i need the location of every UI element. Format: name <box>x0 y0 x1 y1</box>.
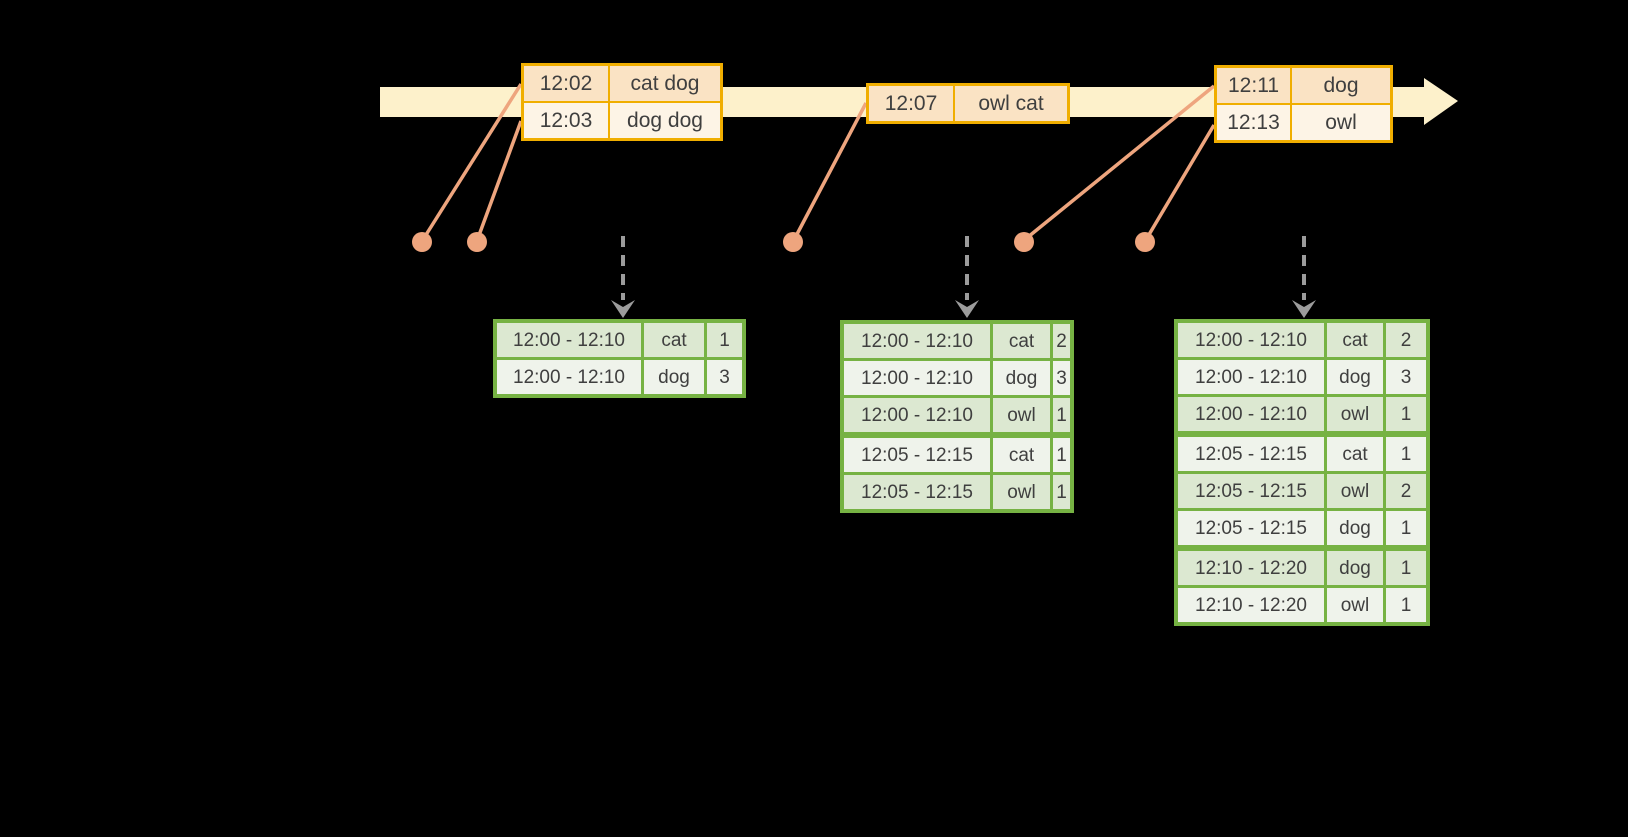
count-cell: 1 <box>1386 397 1426 431</box>
trigger-arrowhead-icon <box>1292 300 1316 318</box>
table-row: 12:00 - 12:10 cat 2 <box>1178 323 1426 357</box>
window-cell: 12:00 - 12:10 <box>1178 360 1324 394</box>
event-group-3: 12:11 dog 12:13 owl <box>1214 65 1393 143</box>
count-cell: 1 <box>1386 588 1426 622</box>
event-connector-line <box>1026 84 1216 239</box>
event-dot <box>412 232 432 252</box>
word-cell: cat <box>1327 323 1383 357</box>
event-time: 12:07 <box>869 86 953 121</box>
word-cell: owl <box>1327 397 1383 431</box>
window-cell: 12:05 - 12:15 <box>1178 511 1324 545</box>
result-table-3: 12:00 - 12:10 cat 2 12:00 - 12:10 dog 3 … <box>1174 319 1430 626</box>
table-row: 12:00 - 12:10 dog 3 <box>497 360 742 394</box>
event-row: 12:13 owl <box>1217 105 1390 140</box>
table-row: 12:05 - 12:15 owl 2 <box>1178 474 1426 508</box>
event-group-2: 12:07 owl cat <box>866 83 1070 124</box>
word-cell: dog <box>993 361 1050 395</box>
event-connector-line <box>422 83 523 239</box>
event-connector-line <box>476 120 523 239</box>
table-row: 12:00 - 12:10 owl 1 <box>844 398 1070 432</box>
count-cell: 1 <box>1053 438 1070 472</box>
table-row: 12:00 - 12:10 cat 2 <box>844 324 1070 358</box>
window-cell: 12:00 - 12:10 <box>844 324 990 358</box>
word-cell: cat <box>993 438 1050 472</box>
event-dot <box>1014 232 1034 252</box>
table-row: 12:05 - 12:15 owl 1 <box>844 475 1070 509</box>
count-cell: 3 <box>1053 361 1070 395</box>
table-row: 12:00 - 12:10 dog 3 <box>844 361 1070 395</box>
count-cell: 1 <box>1053 398 1070 432</box>
event-words: dog <box>1292 68 1390 103</box>
word-cell: dog <box>644 360 704 394</box>
table-row: 12:10 - 12:20 owl 1 <box>1178 588 1426 622</box>
word-cell: owl <box>993 398 1050 432</box>
table-row: 12:05 - 12:15 cat 1 <box>1178 437 1426 471</box>
word-cell: dog <box>1327 551 1383 585</box>
window-cell: 12:05 - 12:15 <box>844 475 990 509</box>
event-words: owl <box>1292 105 1390 140</box>
event-time: 12:03 <box>524 103 608 138</box>
word-cell: cat <box>1327 437 1383 471</box>
event-dot <box>1135 232 1155 252</box>
window-cell: 12:10 - 12:20 <box>1178 588 1324 622</box>
event-dot <box>783 232 803 252</box>
trigger-arrowhead-icon <box>955 300 979 318</box>
event-group-1: 12:02 cat dog 12:03 dog dog <box>521 63 723 141</box>
window-cell: 12:00 - 12:10 <box>497 360 641 394</box>
table-row: 12:10 - 12:20 dog 1 <box>1178 551 1426 585</box>
count-cell: 3 <box>1386 360 1426 394</box>
trigger-arrowhead-icon <box>611 300 635 318</box>
count-cell: 1 <box>1386 437 1426 471</box>
event-time: 12:11 <box>1217 68 1290 103</box>
event-dot <box>467 232 487 252</box>
window-cell: 12:00 - 12:10 <box>844 361 990 395</box>
window-cell: 12:00 - 12:10 <box>497 323 641 357</box>
word-cell: owl <box>993 475 1050 509</box>
window-cell: 12:05 - 12:15 <box>1178 474 1324 508</box>
table-row: 12:05 - 12:15 dog 1 <box>1178 511 1426 545</box>
window-cell: 12:00 - 12:10 <box>1178 323 1324 357</box>
window-cell: 12:05 - 12:15 <box>1178 437 1324 471</box>
word-cell: dog <box>1327 511 1383 545</box>
table-row: 12:00 - 12:10 dog 3 <box>1178 360 1426 394</box>
event-connector-line <box>793 102 868 239</box>
count-cell: 1 <box>707 323 742 357</box>
word-cell: owl <box>1327 474 1383 508</box>
event-row: 12:03 dog dog <box>524 103 720 138</box>
result-table-1: 12:00 - 12:10 cat 1 12:00 - 12:10 dog 3 <box>493 319 746 398</box>
count-cell: 3 <box>707 360 742 394</box>
window-cell: 12:10 - 12:20 <box>1178 551 1324 585</box>
window-cell: 12:05 - 12:15 <box>844 438 990 472</box>
count-cell: 2 <box>1386 323 1426 357</box>
window-cell: 12:00 - 12:10 <box>1178 397 1324 431</box>
event-row: 12:07 owl cat <box>869 86 1067 121</box>
result-table-2: 12:00 - 12:10 cat 2 12:00 - 12:10 dog 3 … <box>840 320 1074 513</box>
table-row: 12:00 - 12:10 owl 1 <box>1178 397 1426 431</box>
event-row: 12:02 cat dog <box>524 66 720 101</box>
word-cell: owl <box>1327 588 1383 622</box>
event-words: owl cat <box>955 86 1067 121</box>
event-connector-line <box>1145 124 1216 239</box>
window-cell: 12:00 - 12:10 <box>844 398 990 432</box>
event-time: 12:02 <box>524 66 608 101</box>
count-cell: 1 <box>1386 551 1426 585</box>
event-words: dog dog <box>610 103 720 138</box>
event-words: cat dog <box>610 66 720 101</box>
word-cell: cat <box>993 324 1050 358</box>
table-row: 12:05 - 12:15 cat 1 <box>844 438 1070 472</box>
table-row: 12:00 - 12:10 cat 1 <box>497 323 742 357</box>
count-cell: 1 <box>1053 475 1070 509</box>
event-row: 12:11 dog <box>1217 68 1390 103</box>
word-cell: dog <box>1327 360 1383 394</box>
event-time: 12:13 <box>1217 105 1290 140</box>
word-cell: cat <box>644 323 704 357</box>
count-cell: 1 <box>1386 511 1426 545</box>
count-cell: 2 <box>1386 474 1426 508</box>
count-cell: 2 <box>1053 324 1070 358</box>
